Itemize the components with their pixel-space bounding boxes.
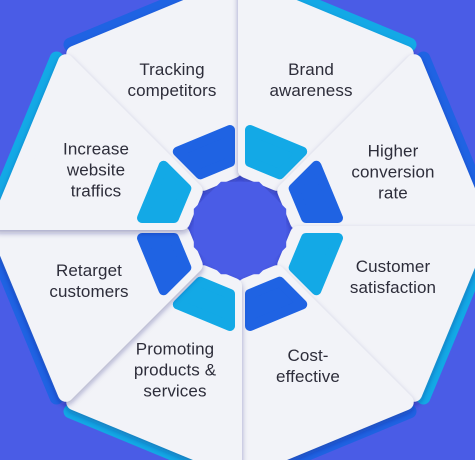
segment-card	[238, 0, 414, 191]
segment-card	[277, 54, 475, 230]
segment-card	[0, 226, 203, 402]
segment-card	[238, 265, 414, 460]
segment-retarget-customers	[0, 226, 203, 405]
segment-customer-satisfaction	[277, 226, 475, 405]
segment-card	[66, 265, 242, 460]
segment-increase-website-traffics	[0, 51, 203, 230]
segment-tracking-competitors	[63, 0, 242, 191]
segment-cost-effective	[238, 265, 417, 460]
segment-inner-accent	[172, 125, 235, 180]
segment-card	[66, 0, 242, 191]
segment-label-tracking-competitors: Tracking competitors	[127, 60, 217, 100]
segment-label-promoting-products-services: Promoting products & services	[133, 339, 217, 401]
segment-card	[0, 54, 203, 230]
segment-label-higher-conversion-rate: Higher conversion rate	[351, 141, 435, 203]
segment-inner-accent	[172, 276, 235, 331]
center-hole	[193, 181, 287, 275]
segment-promoting-products-services	[63, 265, 242, 460]
segment-inner-accent	[245, 125, 308, 180]
segment-card	[277, 226, 475, 402]
segment-higher-conversion-rate	[277, 51, 475, 230]
segment-inner-accent	[288, 233, 343, 296]
segment-label-brand-awareness: Brand awareness	[269, 60, 353, 100]
segment-brand-awareness	[238, 0, 417, 191]
segment-label-cost-effective: Cost- effective	[276, 346, 340, 386]
segment-inner-accent	[137, 233, 192, 296]
segment-inner-accent	[137, 160, 192, 223]
segment-inner-accent	[245, 276, 308, 331]
segment-label-customer-satisfaction: Customer satisfaction	[349, 257, 437, 297]
segment-label-increase-website-traffics: Increase website traffics	[62, 139, 130, 201]
segment-label-retarget-customers: Retarget customers	[49, 261, 129, 301]
segment-inner-accent	[288, 160, 343, 223]
